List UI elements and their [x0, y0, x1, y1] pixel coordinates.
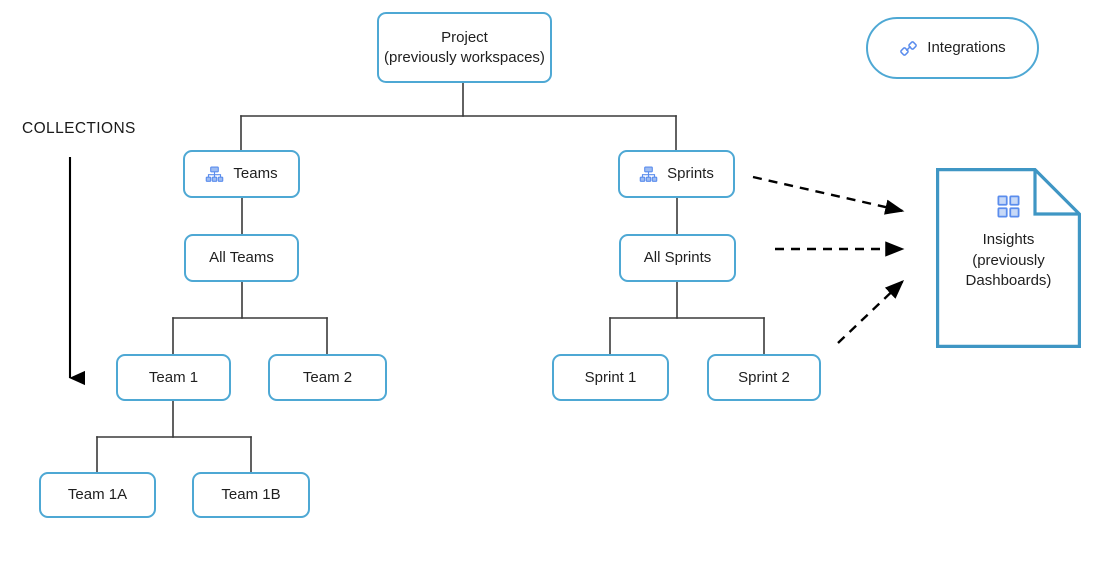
node-team-1b-label: Team 1B: [221, 486, 281, 504]
node-sprints[interactable]: Sprints: [618, 150, 735, 198]
node-team-1-label: Team 1: [148, 368, 199, 386]
node-sprint-2-label: Sprint 2: [738, 368, 790, 386]
node-all-teams-label: All Teams: [209, 249, 274, 267]
node-integrations-label: Integrations: [927, 39, 1006, 57]
dashboard-grid-icon: [996, 194, 1021, 219]
hierarchy-icon: [639, 165, 658, 184]
node-sprint-1[interactable]: Sprint 1: [552, 354, 669, 401]
node-team-1[interactable]: Team 1: [116, 354, 231, 401]
node-team-2-label: Team 2: [302, 368, 353, 386]
node-all-sprints-label: All Sprints: [643, 249, 712, 267]
node-sprint-2[interactable]: Sprint 2: [707, 354, 821, 401]
node-sprint-1-label: Sprint 1: [584, 368, 637, 386]
node-insights[interactable]: Insights (previously Dashboards): [936, 168, 1081, 348]
collections-annotation-label: COLLECTIONS: [22, 120, 136, 137]
node-insights-label: Insights (previously Dashboards): [965, 231, 1052, 290]
node-integrations[interactable]: Integrations: [866, 17, 1039, 79]
node-project[interactable]: Project (previously workspaces): [377, 12, 552, 83]
node-team-1a[interactable]: Team 1A: [39, 472, 156, 518]
node-project-label: Project (previously workspaces): [384, 28, 545, 66]
node-team-1a-label: Team 1A: [67, 486, 128, 504]
node-all-sprints[interactable]: All Sprints: [619, 234, 736, 282]
document-shape: [936, 168, 1081, 348]
node-sprints-label: Sprints: [667, 165, 714, 183]
node-all-teams[interactable]: All Teams: [184, 234, 299, 282]
node-team-1b[interactable]: Team 1B: [192, 472, 310, 518]
chain-link-icon: [899, 39, 918, 58]
node-teams-label: Teams: [233, 165, 278, 183]
node-teams[interactable]: Teams: [183, 150, 300, 198]
hierarchy-icon: [205, 165, 224, 184]
node-team-2[interactable]: Team 2: [268, 354, 387, 401]
